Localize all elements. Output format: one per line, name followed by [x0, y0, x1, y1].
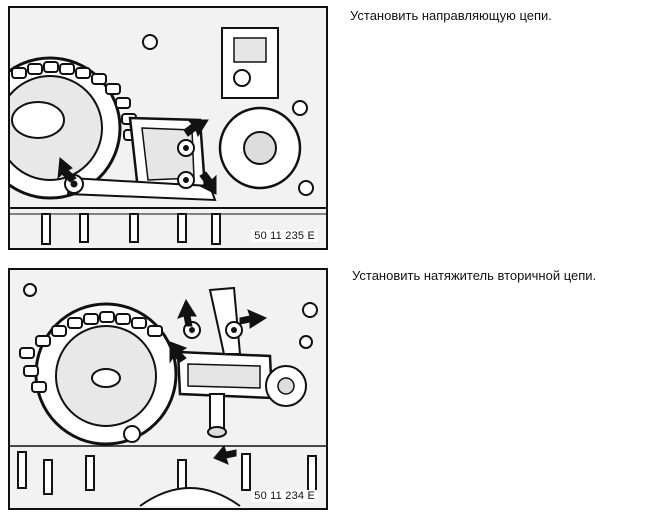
figure-chain-tensioner: 50 11 234 E	[8, 268, 328, 510]
chain-tensioner-illustration	[10, 270, 326, 508]
figure-code: 50 11 234 E	[251, 490, 318, 502]
figure-chain-guide: 50 11 235 E	[8, 6, 328, 250]
chain-guide-illustration	[10, 8, 326, 248]
step-caption: Установить направляющую цепи.	[350, 8, 552, 23]
figure-code: 50 11 235 E	[251, 230, 318, 242]
step-caption: Установить натяжитель вторичной цепи.	[352, 268, 597, 283]
